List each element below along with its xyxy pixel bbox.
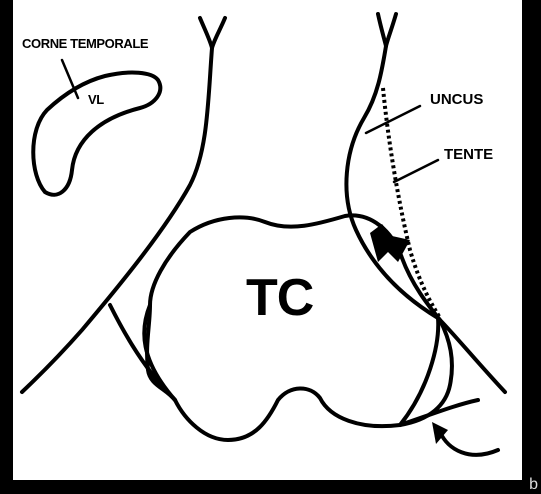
right-lower-edge (438, 318, 505, 392)
right-bottom-edge (400, 400, 478, 425)
herniation-arrow (370, 224, 410, 262)
uncus-edge (346, 46, 438, 318)
uncus-leader (366, 106, 420, 133)
left-fork (200, 18, 225, 48)
left-hemisphere-edge (22, 48, 212, 392)
uncus-label: UNCUS (430, 91, 483, 108)
temporal-horn-label: CORNE TEMPORALE (22, 36, 148, 51)
panel-letter: b (529, 476, 538, 494)
tentorium-leader (394, 160, 438, 182)
curved-arrow-shaft (440, 432, 498, 455)
temporal-horn-outline (33, 73, 160, 195)
brainstem-label: TC (246, 268, 313, 328)
lateral-ventricle-label: VL (88, 92, 104, 107)
tentorium-label: TENTE (444, 146, 493, 163)
right-cerebellar-line (400, 318, 438, 425)
right-fork (378, 14, 396, 46)
